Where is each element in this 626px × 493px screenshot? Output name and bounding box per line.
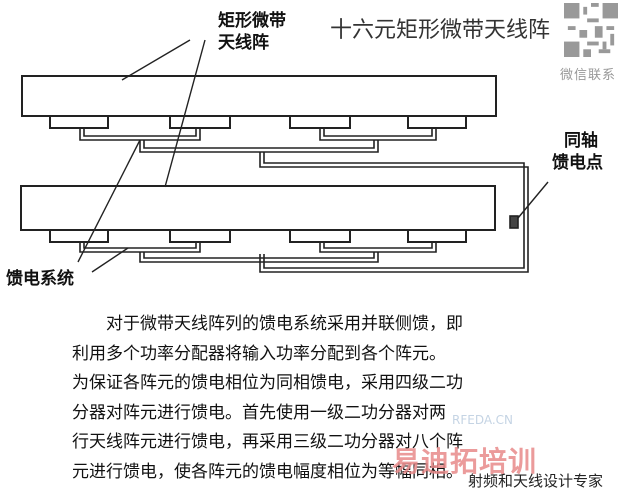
watermark-tagline: 射频和天线设计专家 — [468, 472, 604, 490]
watermark-site: RFEDA.CN — [452, 413, 514, 427]
coax-label-line2: 馈电点 — [552, 153, 603, 173]
leader-lines — [77, 39, 549, 273]
paragraph-line: 行天线阵元进行馈电，再采用三级二功分器对八个阵 — [72, 432, 463, 452]
bottom-antenna-row — [20, 185, 496, 231]
feed-system-label: 馈电系统 — [6, 269, 74, 289]
patch — [169, 229, 231, 243]
top-antenna-row — [21, 75, 497, 117]
patch — [49, 229, 109, 243]
patch — [407, 115, 467, 129]
array-label-line2: 天线阵 — [218, 33, 269, 53]
coax-label-line1: 同轴 — [564, 131, 598, 151]
array-label-line1: 矩形微带 — [218, 11, 286, 31]
qr-caption: 微信联系 — [560, 68, 617, 83]
feed-network — [79, 128, 529, 273]
watermark-brand: 易迪拓培训 — [392, 445, 538, 478]
patch — [49, 115, 109, 129]
coax-label: 同轴 馈电点 — [552, 130, 603, 174]
paragraph-line: 对于微带天线阵列的馈电系统采用并联侧馈，即 — [106, 314, 463, 334]
paragraph-line: 为保证各阵元的馈电相位为同相馈电，采用四级二功 — [72, 373, 463, 393]
coax-feed-point — [509, 215, 519, 229]
paragraph-line: 元进行馈电，使各阵元的馈电幅度相位为等幅同相。 — [72, 461, 463, 482]
patch — [169, 115, 231, 129]
array-label: 矩形微带 天线阵 — [218, 10, 286, 54]
body-paragraph: 对于微带天线阵列的馈电系统采用并联侧馈，即 利用多个功率分配器将输入功率分配到各… — [72, 310, 532, 487]
figure-title: 十六元矩形微带天线阵 — [330, 18, 551, 43]
antenna-array-diagram — [20, 39, 549, 273]
patch — [289, 229, 351, 243]
antenna-row-top — [21, 75, 497, 129]
paragraph-line: 分器对阵元进行馈电。首先使用一级二功分器对两 — [72, 402, 446, 423]
paragraph-line: 利用多个功率分配器将输入功率分配到各个阵元。 — [72, 343, 446, 364]
qr-code-icon — [564, 3, 618, 57]
patch — [289, 115, 351, 129]
patch — [407, 229, 467, 243]
